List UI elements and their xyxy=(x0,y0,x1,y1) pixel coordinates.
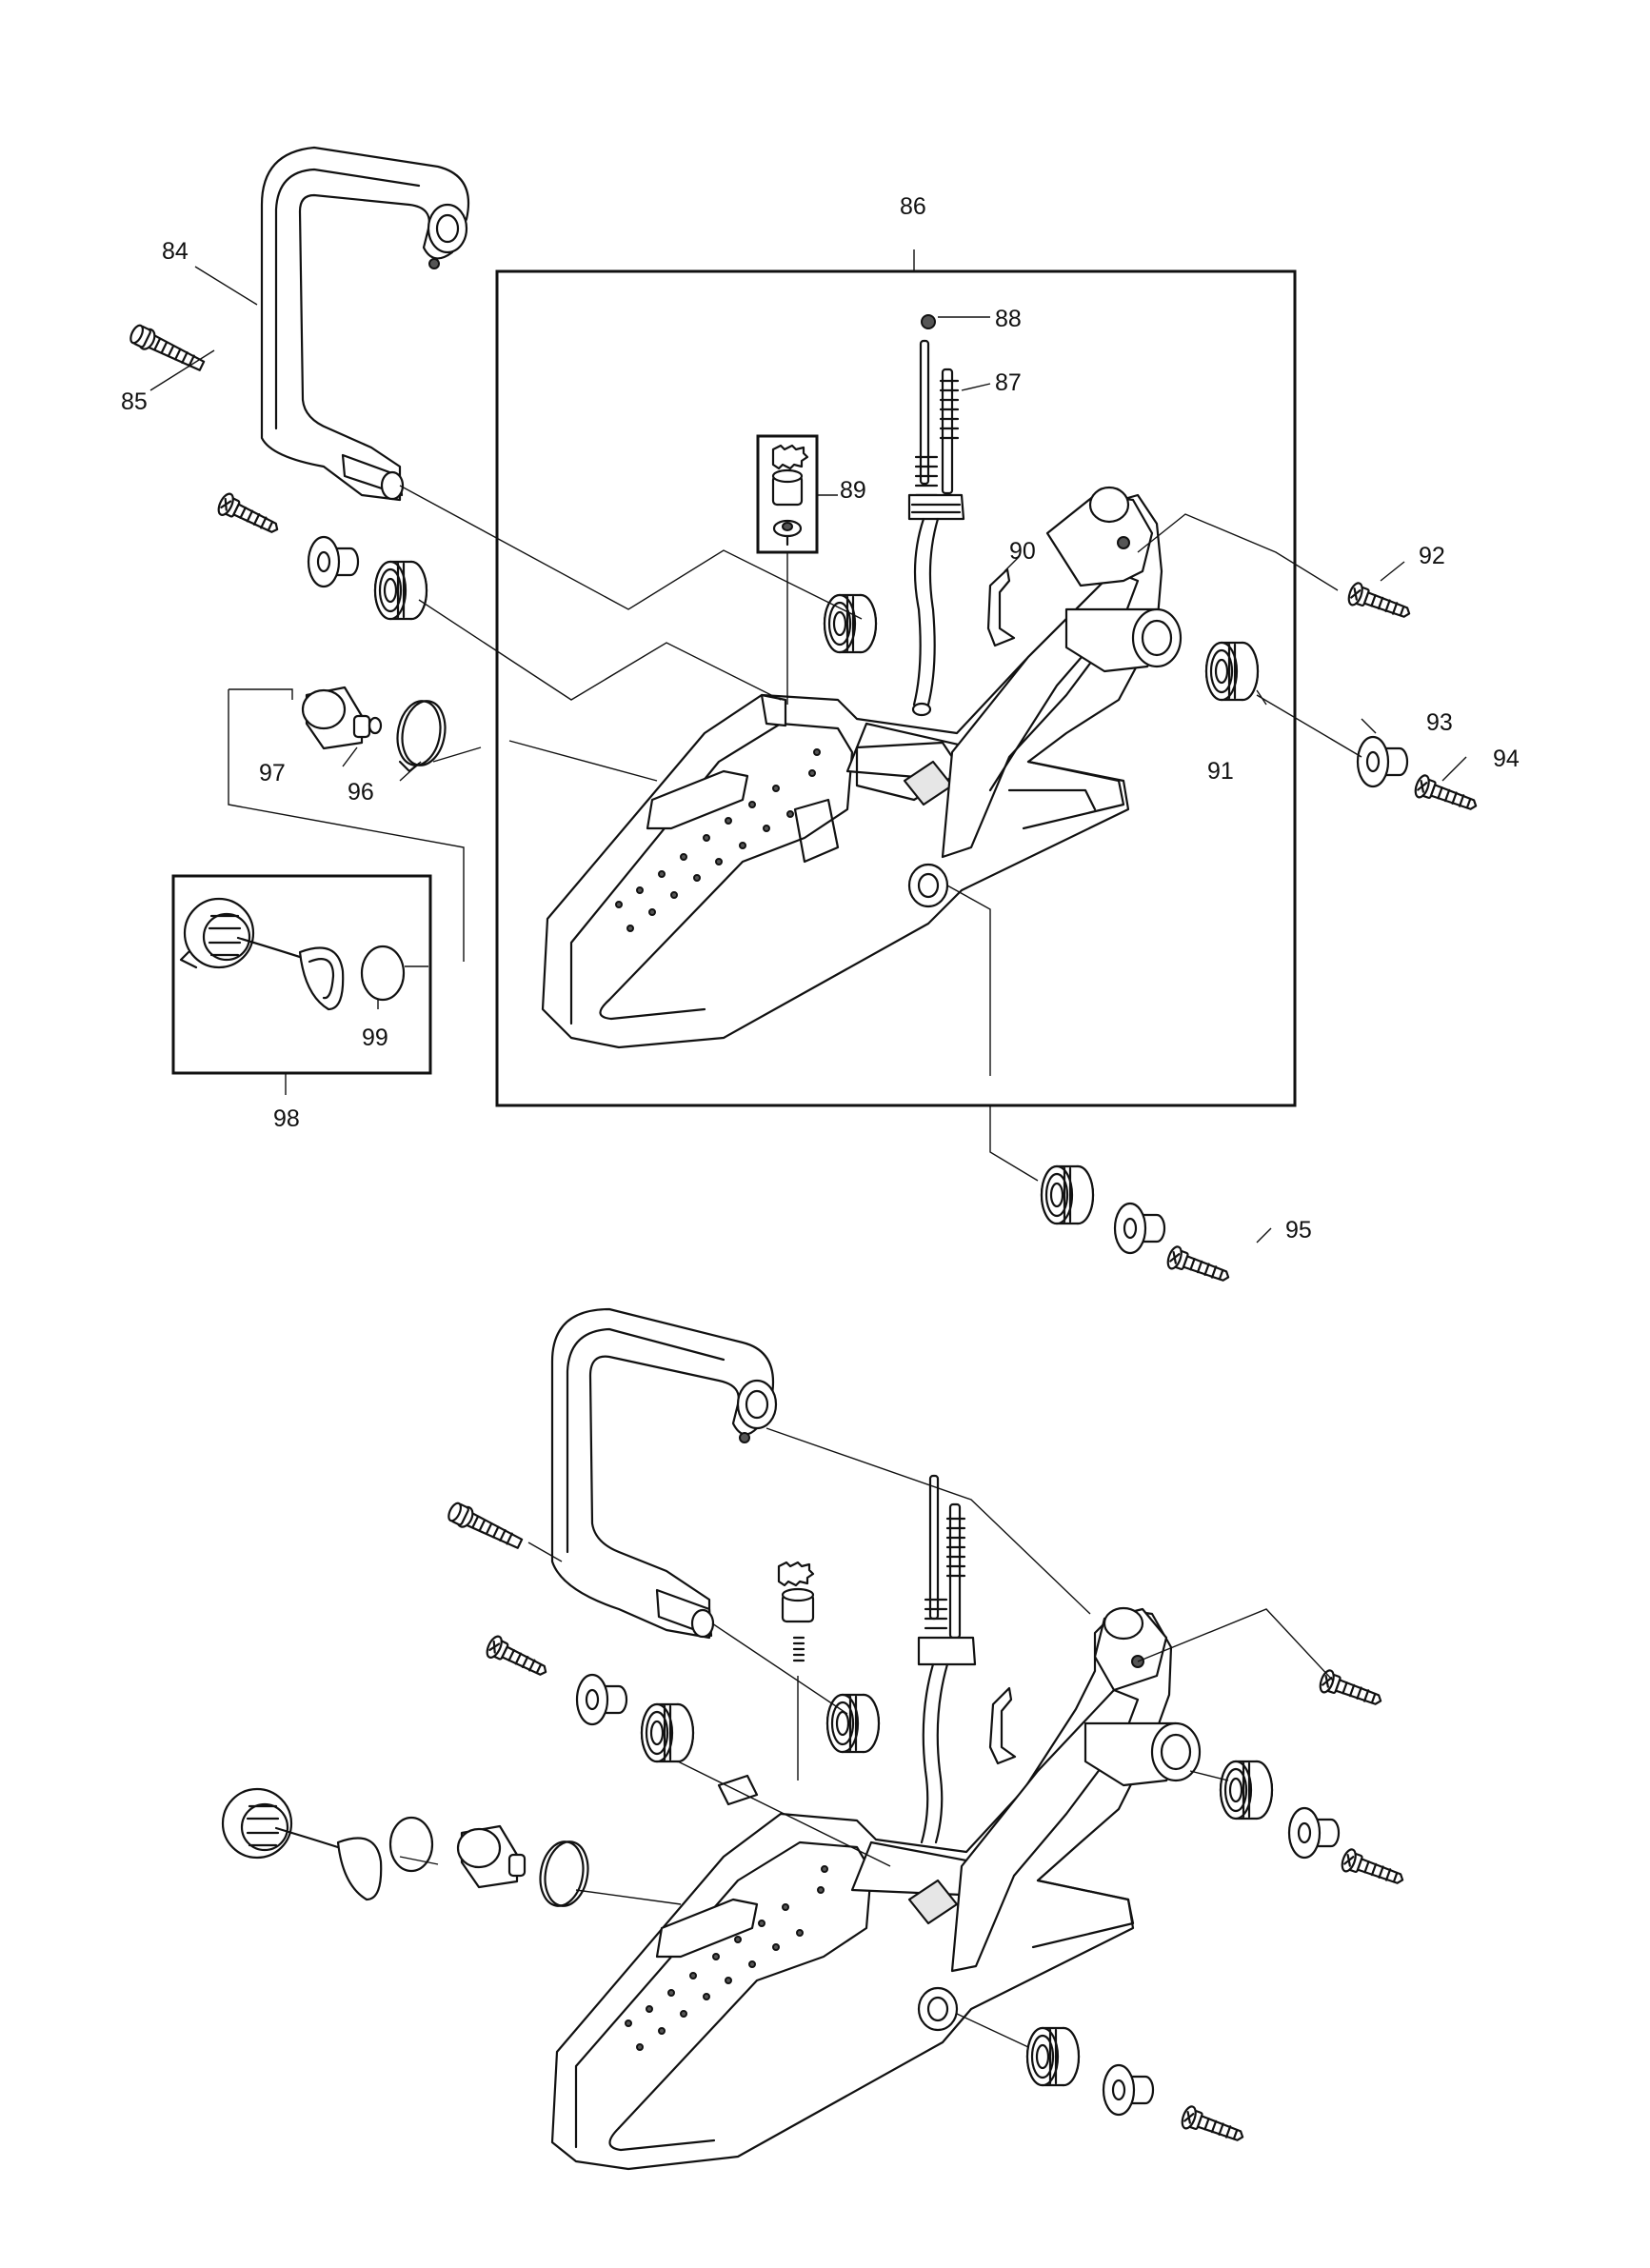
throttle-rod xyxy=(907,314,965,717)
callout-89: 89 xyxy=(840,477,866,504)
assembly-bolt-upper xyxy=(445,1499,526,1555)
rear-handle-frame-86 xyxy=(495,269,1297,1107)
callout-99: 99 xyxy=(362,1025,388,1051)
assembly-damper-right xyxy=(1219,1760,1274,1820)
callout-86: 86 xyxy=(900,193,926,220)
assembly-screw-right xyxy=(1338,1846,1408,1892)
assembly-screw-lower xyxy=(1178,2103,1248,2149)
callout-93: 93 xyxy=(1426,709,1453,736)
callout-84: 84 xyxy=(162,238,189,265)
front-handle xyxy=(260,146,470,502)
assembly-bushing-right xyxy=(1287,1806,1341,1860)
damper-91 xyxy=(1204,641,1260,702)
fuel-cap xyxy=(179,897,345,1011)
callout-91: 91 xyxy=(1207,758,1234,785)
callout-87: 87 xyxy=(995,369,1022,396)
callout-95: 95 xyxy=(1285,1217,1312,1243)
callout-98: 98 xyxy=(273,1105,300,1132)
callout-96: 96 xyxy=(348,779,374,806)
callout-85: 85 xyxy=(121,388,148,415)
kit-98-frame xyxy=(171,874,432,1075)
bushing-lower xyxy=(1113,1202,1166,1255)
damper-left xyxy=(373,560,428,621)
assembly-bushing-lower xyxy=(1102,2063,1155,2117)
bushing-left xyxy=(307,535,360,588)
exploded-view: 84 85 86 87 88 89 90 91 92 93 94 95 96 9… xyxy=(121,146,1520,1289)
kit-89 xyxy=(771,444,809,547)
assembly-damper-lower xyxy=(1025,2026,1081,2087)
assembly-bolt-left xyxy=(483,1633,552,1683)
assembly-front-handle xyxy=(550,1307,778,1640)
cap-97 xyxy=(301,686,383,750)
assembly-view xyxy=(221,1307,1408,2171)
callout-97: 97 xyxy=(259,760,286,786)
rear-handle xyxy=(541,486,1183,1049)
assembly-fuel-cap xyxy=(221,1787,589,1907)
bolt-85 xyxy=(127,321,208,377)
screw-92 xyxy=(1344,580,1415,626)
bracket-90 xyxy=(986,567,1016,647)
spring xyxy=(907,379,965,521)
assembly-bracket xyxy=(988,1686,1017,1765)
assembly-damper-left xyxy=(640,1702,695,1763)
assembly-vent-holes xyxy=(625,1865,828,2051)
assembly-damper-mid xyxy=(825,1693,881,1754)
assembly-leader-lines xyxy=(399,1427,1334,2048)
assembly-kit xyxy=(777,1561,815,1662)
leader-lines xyxy=(149,249,1467,1243)
screw-95 xyxy=(1163,1243,1234,1289)
bolt-left xyxy=(214,490,284,541)
callout-94: 94 xyxy=(1493,746,1520,772)
screw-94 xyxy=(1411,772,1481,818)
callout-92: 92 xyxy=(1419,543,1445,569)
bushing-93 xyxy=(1356,735,1409,788)
damper-lower xyxy=(1040,1164,1095,1225)
vent-holes xyxy=(615,748,821,932)
callout-90: 90 xyxy=(1009,538,1036,565)
assembly-rear-handle xyxy=(550,1606,1202,2171)
assembly-bushing xyxy=(575,1673,628,1726)
assembly-throttle-rod xyxy=(917,1474,977,1844)
callouts: 84 85 86 87 88 89 90 91 92 93 94 95 96 9… xyxy=(121,193,1520,1243)
clamp-96 xyxy=(396,700,447,773)
callout-88: 88 xyxy=(995,306,1022,332)
o-ring-99 xyxy=(360,945,406,1002)
